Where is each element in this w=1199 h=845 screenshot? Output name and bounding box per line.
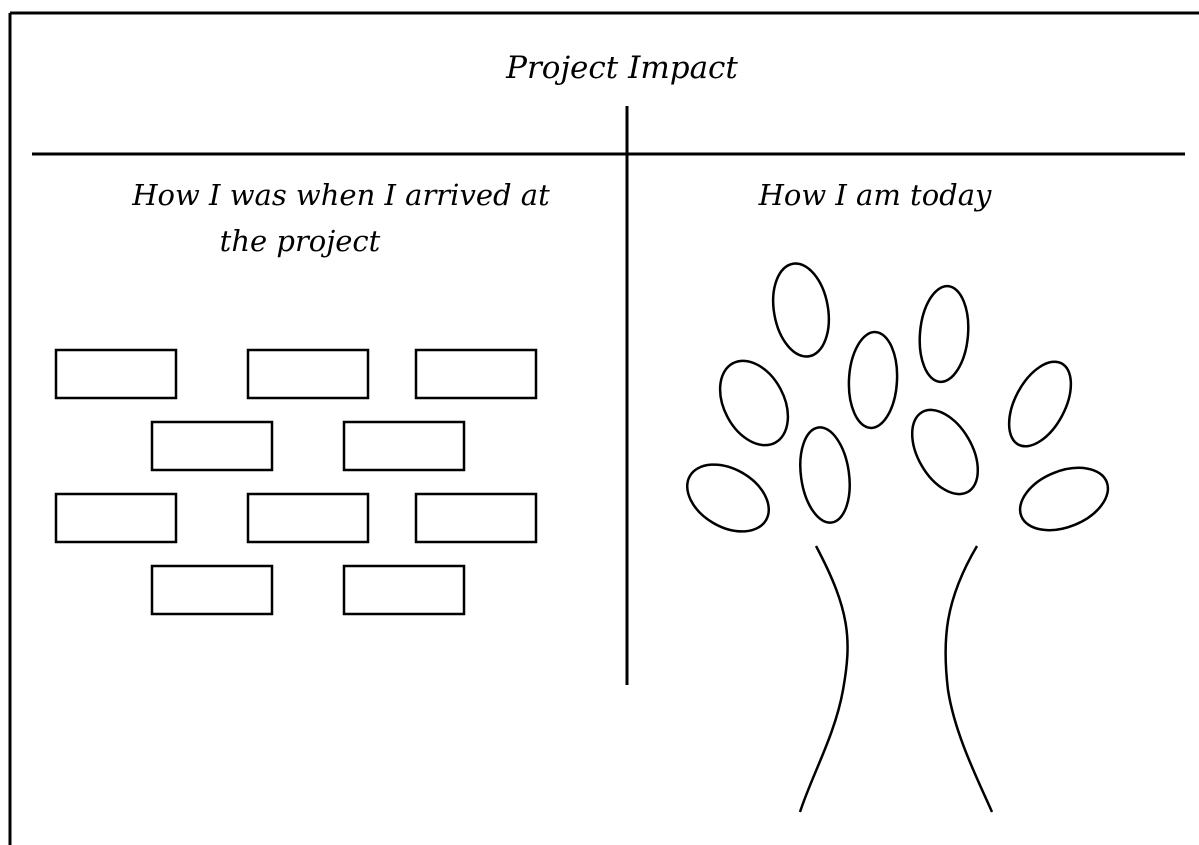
brick xyxy=(342,564,466,616)
brick xyxy=(414,492,538,544)
brick xyxy=(246,492,370,544)
tree-leaf xyxy=(918,284,970,384)
tree-trunk-left xyxy=(798,545,849,813)
tree-leaf xyxy=(1007,360,1073,448)
brick xyxy=(414,348,538,400)
brick xyxy=(342,420,466,472)
left-panel-heading-line1: How I was when I arrived at xyxy=(131,178,550,212)
brick-wall xyxy=(54,348,538,616)
brick xyxy=(150,564,274,616)
tree-leaf xyxy=(685,463,771,533)
left-panel: How I was when I arrived at the project xyxy=(54,178,550,616)
brick xyxy=(54,492,178,544)
tree-leaf xyxy=(1018,466,1110,532)
tree-illustration xyxy=(685,262,1110,813)
t-chart-dividers xyxy=(32,106,1185,685)
tree-leaf xyxy=(847,330,899,430)
tree-leaf xyxy=(799,426,851,524)
tree-leaf xyxy=(718,359,790,447)
tree-leaf xyxy=(771,262,831,358)
brick xyxy=(150,420,274,472)
tree-trunk-right xyxy=(944,545,994,813)
brick xyxy=(54,348,178,400)
left-panel-heading-line2: the project xyxy=(220,224,381,258)
tree-leaf xyxy=(910,408,980,496)
right-panel-heading: How I am today xyxy=(758,178,992,212)
page-title: Project Impact xyxy=(505,50,738,86)
page-frame xyxy=(8,11,1199,845)
brick xyxy=(246,348,370,400)
right-panel: How I am today xyxy=(685,178,1110,813)
